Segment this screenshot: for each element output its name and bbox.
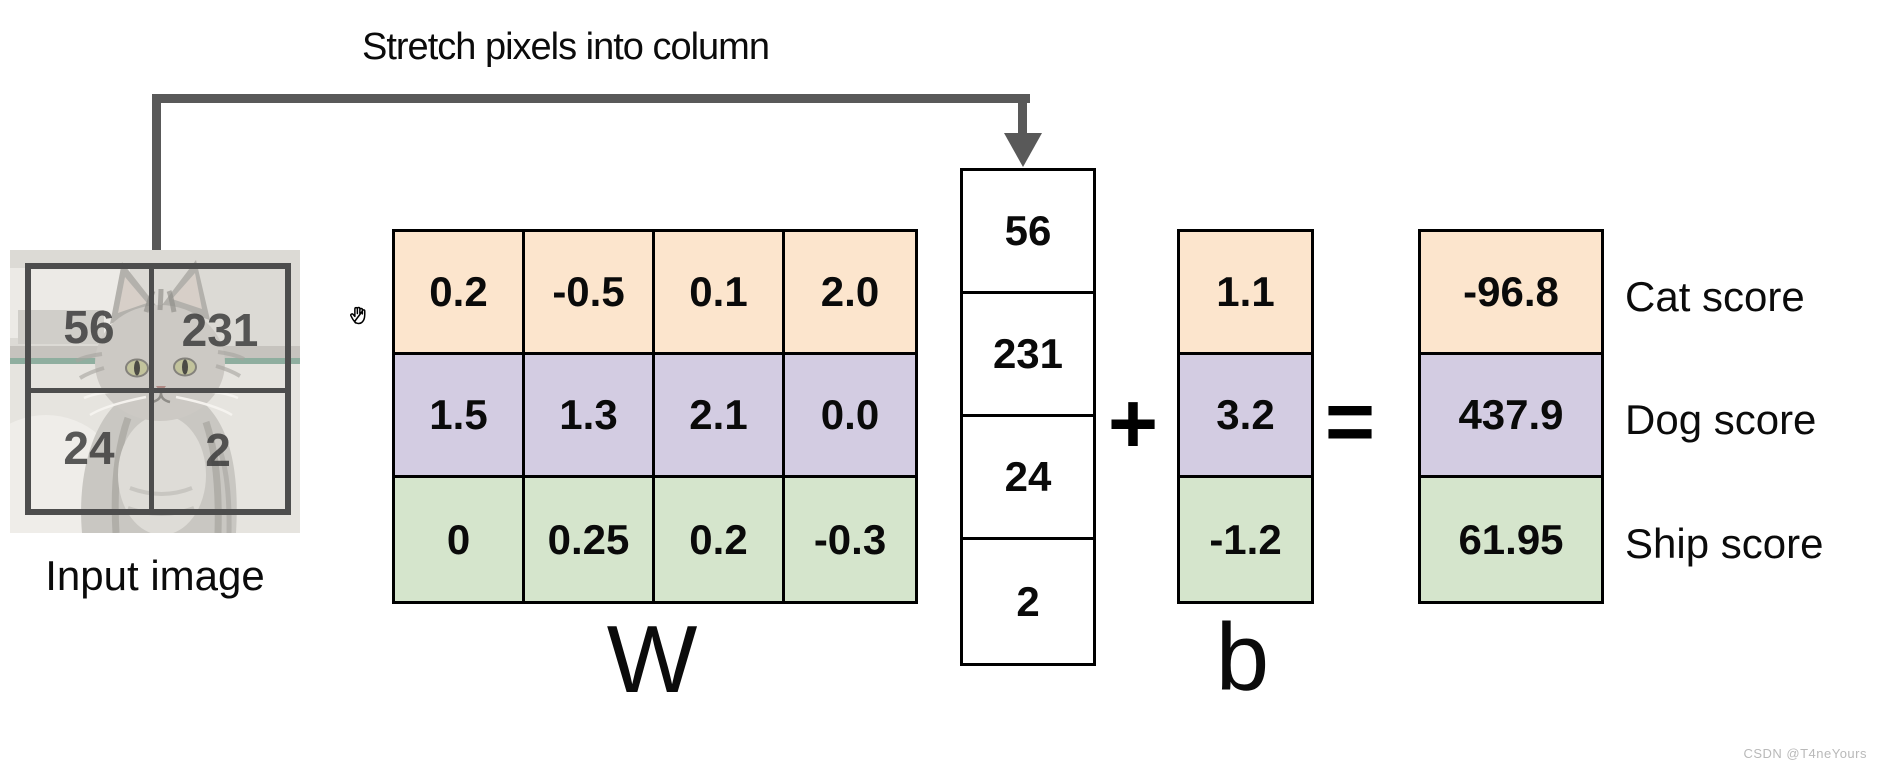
stretch-arrow-left-segment xyxy=(152,94,161,252)
pixel-grid-horizontal-line xyxy=(25,388,291,393)
pixel-column-cell-2: 24 xyxy=(963,417,1093,540)
input-image-label: Input image xyxy=(45,552,265,599)
stretch-arrow-caption: Stretch pixels into column xyxy=(362,26,770,68)
cat-score-label: Cat score xyxy=(1625,272,1805,320)
w-cell-r2c3: -0.3 xyxy=(785,478,915,601)
dog-score-label: Dog score xyxy=(1625,395,1817,443)
bias-cell-0: 1.1 xyxy=(1180,232,1311,355)
pixel-value-bottom-left: 24 xyxy=(63,422,115,474)
pixel-column-cell-3: 2 xyxy=(1016,577,1040,625)
score-cell-dog: 437.9 xyxy=(1421,355,1601,478)
grab-hand-cursor-icon xyxy=(344,301,374,331)
pixel-column-cell-0: 56 xyxy=(963,171,1093,294)
score-cell-cat: -96.8 xyxy=(1421,232,1601,355)
pixel-value-top-right: 231 xyxy=(181,304,259,356)
score-vector: -96.8 437.9 61.95 xyxy=(1418,229,1604,604)
bias-cell-2: -1.2 xyxy=(1180,478,1311,601)
pixel-column-cell-1: 231 xyxy=(963,294,1093,417)
bias-cell-1: 3.2 xyxy=(1180,355,1311,478)
w-cell-r0c2: 0.1 xyxy=(655,232,785,355)
pixel-column-vector: 56 231 24 2 xyxy=(960,168,1096,666)
w-cell-r1c1: 1.3 xyxy=(525,355,655,478)
w-cell-r2c2: 0.2 xyxy=(655,478,785,601)
csdn-watermark: CSDN @T4neYours xyxy=(1743,746,1867,761)
w-cell-r1c0: 1.5 xyxy=(395,355,525,478)
pixel-value-top-left: 56 xyxy=(63,301,115,353)
bias-vector-label: b xyxy=(1215,604,1270,711)
w-cell-r1c2: 2.1 xyxy=(655,355,785,478)
stretch-arrow-horizontal-segment xyxy=(152,94,1030,103)
weight-matrix: 0.2 -0.5 0.1 2.0 1.5 1.3 2.1 0.0 0 0.25 … xyxy=(392,229,918,604)
weight-matrix-label: W xyxy=(606,606,698,713)
equals-operator: = xyxy=(1324,374,1376,470)
w-cell-r0c3: 2.0 xyxy=(785,232,915,355)
pixel-value-bottom-right: 2 xyxy=(205,424,231,476)
stretch-arrow-arrowhead-icon xyxy=(1004,133,1042,167)
bias-vector: 1.1 3.2 -1.2 xyxy=(1177,229,1314,604)
ship-score-label: Ship score xyxy=(1625,519,1824,567)
w-cell-r0c1: -0.5 xyxy=(525,232,655,355)
w-cell-r2c0: 0 xyxy=(395,478,525,601)
w-cell-r0c0: 0.2 xyxy=(395,232,525,355)
input-image: 56 231 24 2 xyxy=(10,250,300,533)
stretch-arrow-right-segment xyxy=(1018,94,1027,136)
w-cell-r2c1: 0.25 xyxy=(525,478,655,601)
plus-operator: + xyxy=(1107,376,1159,472)
w-cell-r1c3: 0.0 xyxy=(785,355,915,478)
score-cell-ship: 61.95 xyxy=(1421,478,1601,601)
